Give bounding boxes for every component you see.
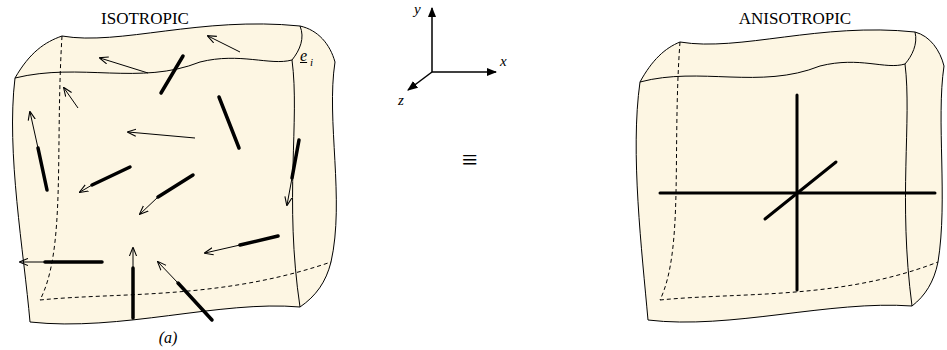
principal-axes-cross bbox=[660, 95, 935, 290]
axis-label: x bbox=[500, 54, 507, 69]
figure-label: (a) bbox=[159, 330, 178, 346]
isotropic-body bbox=[13, 24, 337, 324]
panel-heading: ANISOTROPIC bbox=[739, 10, 851, 27]
vector-subscript: i bbox=[310, 57, 313, 68]
director-rods bbox=[38, 56, 299, 320]
coordinate-axes bbox=[408, 8, 496, 90]
vector-symbol: e bbox=[300, 48, 307, 64]
axis-label: z bbox=[398, 93, 404, 108]
director-arrows bbox=[20, 36, 292, 283]
equivalence-sign: ≡ bbox=[462, 146, 478, 174]
panel-heading: ISOTROPIC bbox=[101, 10, 189, 27]
anisotropic-body bbox=[636, 30, 944, 322]
axis-label: y bbox=[414, 2, 421, 17]
